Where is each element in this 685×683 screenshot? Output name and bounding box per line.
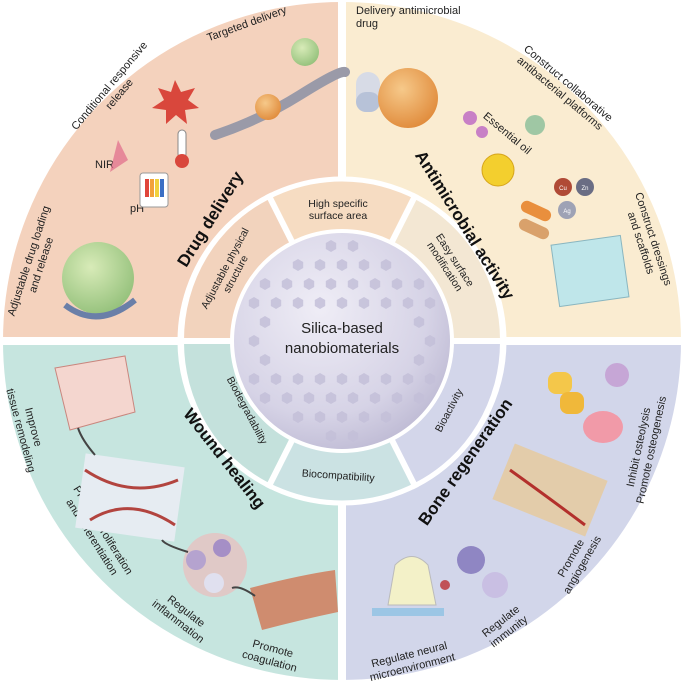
sphere-pore — [303, 278, 315, 290]
thermometer-icon — [175, 129, 189, 168]
bone-tissue-icon — [492, 443, 608, 537]
bacterium-icon — [525, 115, 545, 135]
sphere-pore — [281, 392, 293, 404]
sphere-pore — [380, 373, 392, 385]
sphere-pore — [369, 278, 381, 290]
sphere-pore — [303, 392, 315, 404]
sphere-pore — [259, 392, 271, 404]
sphere-pore — [325, 278, 337, 290]
fiber-mesh-icon — [75, 453, 185, 542]
sphere-pore — [325, 392, 337, 404]
sphere-pore — [259, 316, 271, 328]
sphere-pore — [391, 278, 403, 290]
neuron-synapse-icon — [387, 556, 437, 606]
sphere-pore — [402, 297, 414, 309]
label-delivery-2: drug — [356, 18, 378, 30]
skin-tissue-icon — [54, 355, 136, 431]
sphere-pore — [380, 259, 392, 271]
sphere-pore — [424, 373, 436, 385]
targeting-nanoparticle-icon — [291, 38, 319, 66]
osteoblast-icon — [548, 372, 584, 414]
sphere-pore — [259, 278, 271, 290]
sphere-pore — [413, 316, 425, 328]
osteoclast-icon — [583, 411, 623, 443]
immune-cell-icon-2 — [605, 363, 629, 387]
sphere-pore — [314, 373, 326, 385]
sphere-pore — [413, 354, 425, 366]
sphere-pore — [347, 278, 359, 290]
antimicrobial-nanoparticle-icon — [378, 68, 438, 128]
sphere-pore — [325, 430, 337, 442]
sphere-pore — [380, 297, 392, 309]
sphere-pore — [402, 373, 414, 385]
sphere-pore — [314, 411, 326, 423]
ring-label-surface-area-2: surface area — [309, 210, 368, 222]
sphere-pore — [413, 278, 425, 290]
sphere-pore — [358, 297, 370, 309]
sphere-pore — [314, 297, 326, 309]
sphere-pore — [424, 335, 436, 347]
macrophage-icon — [457, 546, 485, 574]
sphere-pore — [347, 430, 359, 442]
sphere-pore — [270, 373, 282, 385]
sphere-pore — [424, 297, 436, 309]
ion-zn-label: Zn — [581, 186, 588, 192]
sphere-pore — [292, 411, 304, 423]
sphere-pore — [336, 259, 348, 271]
immune-cell-icon — [186, 550, 206, 570]
ion-ag-label: Ag — [563, 209, 570, 215]
label-nir: NIR — [95, 159, 114, 171]
drug-delivery-content: Targeted delivery Conditional responsive… — [6, 4, 350, 320]
sphere-pore — [336, 297, 348, 309]
sphere-pore — [281, 278, 293, 290]
sphere-pore — [336, 411, 348, 423]
sphere-pore — [259, 354, 271, 366]
center-title-line2: nanobiomaterials — [285, 340, 399, 357]
sphere-pore — [292, 373, 304, 385]
sphere-pore — [358, 411, 370, 423]
blood-clot-icon — [250, 570, 338, 630]
nanoparticle-icon — [255, 94, 281, 120]
sphere-pore — [325, 240, 337, 252]
sphere-pore — [380, 411, 392, 423]
label-delivery-1: Delivery antimicrobial — [356, 5, 461, 17]
sphere-pore — [314, 259, 326, 271]
sphere-pore — [347, 240, 359, 252]
blood-vessel-icon — [210, 66, 350, 140]
sphere-pore — [347, 392, 359, 404]
sphere-pore — [358, 259, 370, 271]
metal-ions-icon: Cu Zn Ag — [554, 178, 594, 219]
ph-strip-icon — [139, 172, 169, 208]
nir-laser-icon — [110, 140, 128, 172]
ion-cu-label: Cu — [559, 186, 567, 192]
sphere-pore — [358, 373, 370, 385]
sphere-pore — [292, 259, 304, 271]
sphere-pore — [391, 392, 403, 404]
sphere-pore — [336, 373, 348, 385]
sphere-pore — [369, 392, 381, 404]
dressing-scaffold-icon — [550, 234, 630, 308]
ring-label-biocompatibility: Biocompatibility — [301, 467, 375, 484]
essential-oil-drop-icon — [481, 153, 515, 187]
sphere-pore — [248, 297, 260, 309]
pills-icon — [518, 200, 552, 240]
sphere-pore — [248, 373, 260, 385]
sphere-pore — [248, 335, 260, 347]
silica-sphere: Silica-based nanobiomaterials — [230, 229, 454, 453]
ring-label-surface-area-1: High specific — [308, 198, 368, 210]
center-title-line1: Silica-based — [301, 320, 383, 337]
membrane-icon — [63, 297, 137, 320]
sphere-pore — [292, 297, 304, 309]
sphere-pore — [270, 297, 282, 309]
ros-burst-icon — [152, 80, 199, 124]
capsule-icon — [356, 72, 380, 112]
drug-loaded-nanoparticle-icon — [62, 242, 134, 314]
sphere-pore — [413, 392, 425, 404]
